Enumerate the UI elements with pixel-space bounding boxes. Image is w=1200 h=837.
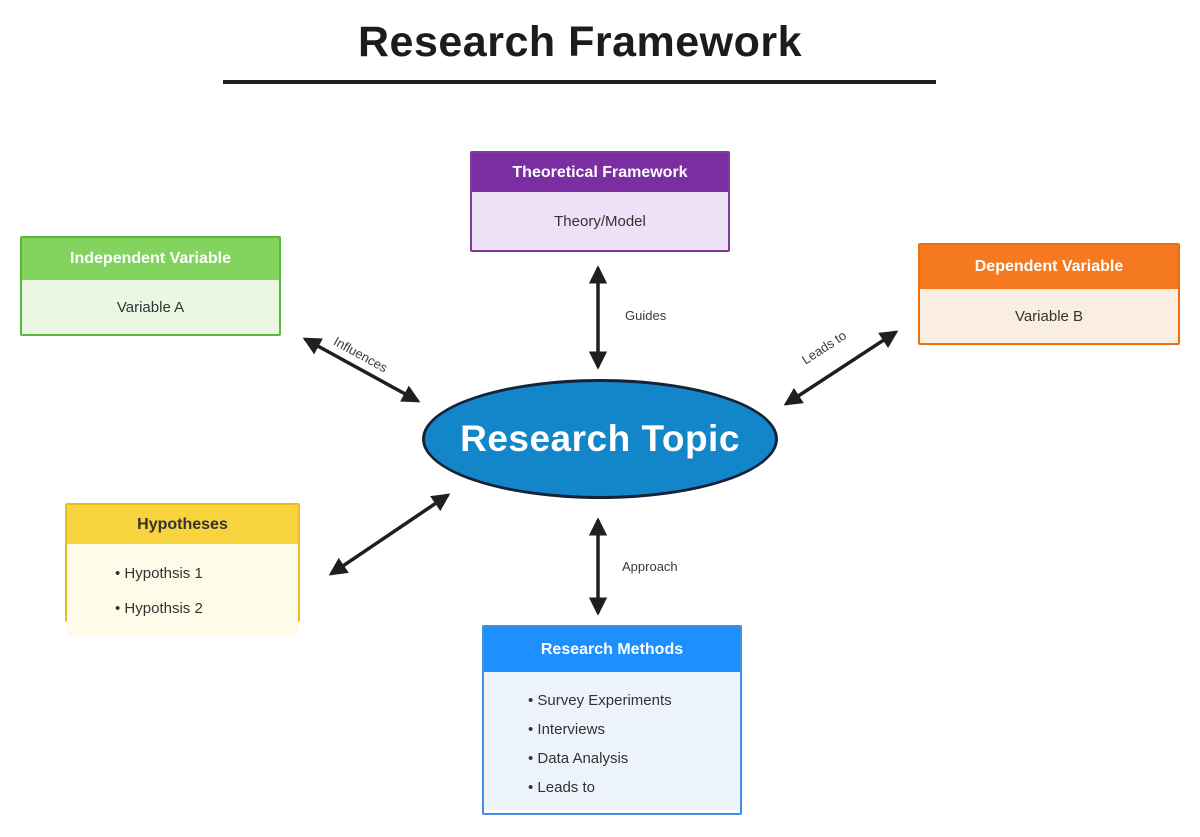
title-underline <box>223 80 936 84</box>
node-hypotheses-title: Hypotheses <box>67 505 298 544</box>
node-research-methods-list: Survey Experiments Interviews Data Analy… <box>484 672 740 810</box>
node-dependent-variable-title: Dependent Variable <box>920 245 1178 289</box>
node-hypotheses-list: Hypothsis 1 Hypothsis 2 <box>67 544 298 636</box>
edge-label-guides: Guides <box>625 308 667 323</box>
list-item: Leads to <box>528 773 732 802</box>
node-independent-variable: Independent Variable Variable A <box>20 236 281 336</box>
node-research-methods-title: Research Methods <box>484 627 740 672</box>
node-hypotheses: Hypotheses Hypothsis 1 Hypothsis 2 <box>65 503 300 636</box>
node-independent-variable-title: Independent Variable <box>22 238 279 280</box>
node-dependent-variable: Dependent Variable Variable B <box>918 243 1180 345</box>
edge-hypotheses-link <box>328 493 451 576</box>
edge-label-approach: Approach <box>622 559 678 574</box>
list-item: Interviews <box>528 715 732 744</box>
node-theoretical-framework-body: Theory/Model <box>472 192 728 250</box>
edge-label-leads-to: Leads to <box>798 327 849 368</box>
node-research-methods: Research Methods Survey Experiments Inte… <box>482 625 742 815</box>
node-dependent-variable-body: Variable B <box>920 289 1178 343</box>
page-title: Research Framework <box>358 18 802 66</box>
list-item: Data Analysis <box>528 744 732 773</box>
node-research-topic: Research Topic <box>422 379 778 499</box>
list-item: Survey Experiments <box>528 686 732 715</box>
node-theoretical-framework-title: Theoretical Framework <box>472 153 728 192</box>
node-independent-variable-body: Variable A <box>22 280 279 334</box>
list-item: Hypothsis 1 <box>115 556 288 591</box>
node-theoretical-framework: Theoretical Framework Theory/Model <box>470 151 730 252</box>
edge-label-influences: Influences <box>331 333 391 376</box>
node-research-topic-label: Research Topic <box>460 418 740 459</box>
list-item: Hypothsis 2 <box>115 591 288 626</box>
